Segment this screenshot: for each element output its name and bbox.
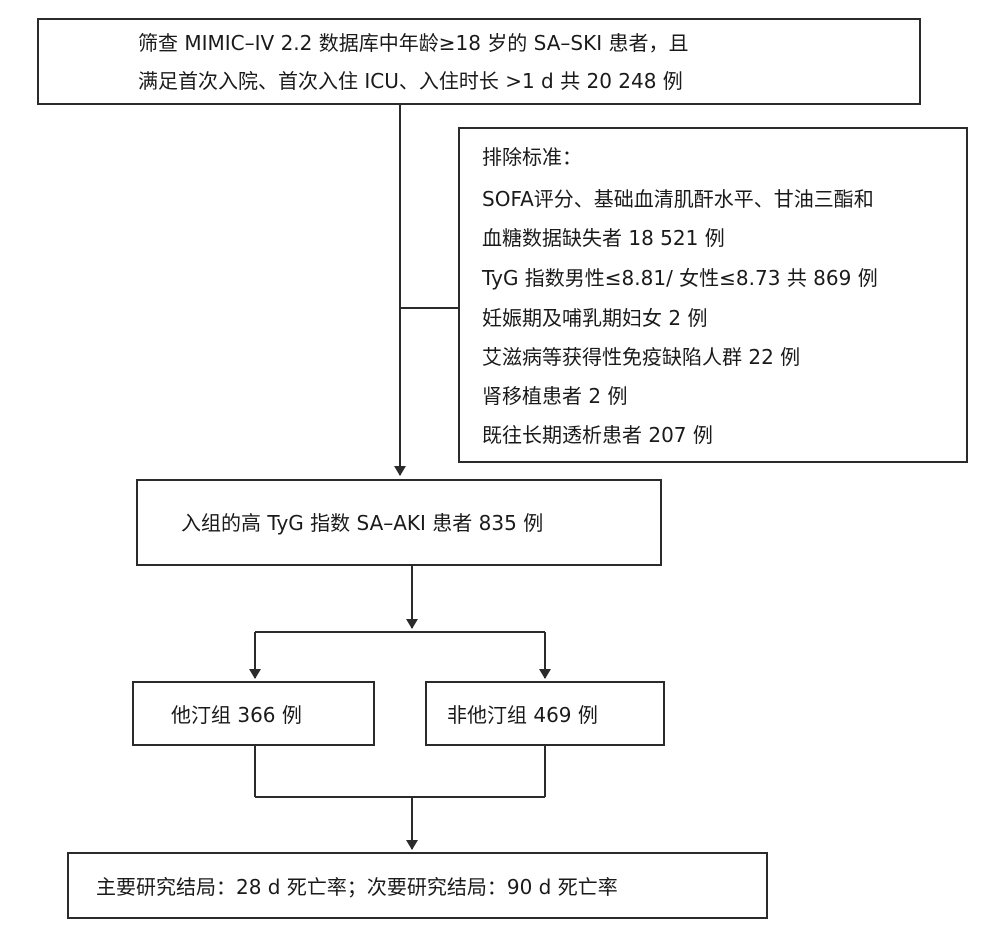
exclusion-item: 肾移植患者 2 例 [482,384,628,408]
screening-line-2: 满足首次入院、首次入住 ICU、入住时长 >1 d 共 20 248 例 [138,69,683,93]
exclusion-item: 艾滋病等获得性免疫缺陷人群 22 例 [482,345,801,369]
exclusion-title: 排除标准： [482,145,582,169]
exclusion-item: TyG 指数男性≤8.81/ 女性≤8.73 共 869 例 [482,266,878,290]
exclusion-item: SOFA评分、基础血清肌酐水平、甘油三酯和 [482,187,874,211]
non-statin-group-box: 非他汀组 469 例 [425,681,665,746]
exclusion-box: 排除标准： SOFA评分、基础血清肌酐水平、甘油三酯和 血糖数据缺失者 18 5… [458,127,968,463]
outcome-label: 主要研究结局：28 d 死亡率；次要研究结局：90 d 死亡率 [96,875,618,899]
exclusion-item: 血糖数据缺失者 18 521 例 [482,226,725,250]
screening-line-1: 筛查 MIMIC–IV 2.2 数据库中年龄≥18 岁的 SA–SKI 患者，且 [138,31,689,55]
statin-group-box: 他汀组 366 例 [132,681,375,746]
enrolled-label: 入组的高 TyG 指数 SA–AKI 患者 835 例 [181,511,544,535]
exclusion-item: 既往长期透析患者 207 例 [482,423,713,447]
screening-box: 筛查 MIMIC–IV 2.2 数据库中年龄≥18 岁的 SA–SKI 患者，且… [37,18,921,105]
non-statin-group-label: 非他汀组 469 例 [447,703,598,727]
statin-group-label: 他汀组 366 例 [171,703,302,727]
outcome-box: 主要研究结局：28 d 死亡率；次要研究结局：90 d 死亡率 [67,852,768,919]
enrolled-box: 入组的高 TyG 指数 SA–AKI 患者 835 例 [136,479,662,566]
exclusion-item: 妊娠期及哺乳期妇女 2 例 [482,306,708,330]
